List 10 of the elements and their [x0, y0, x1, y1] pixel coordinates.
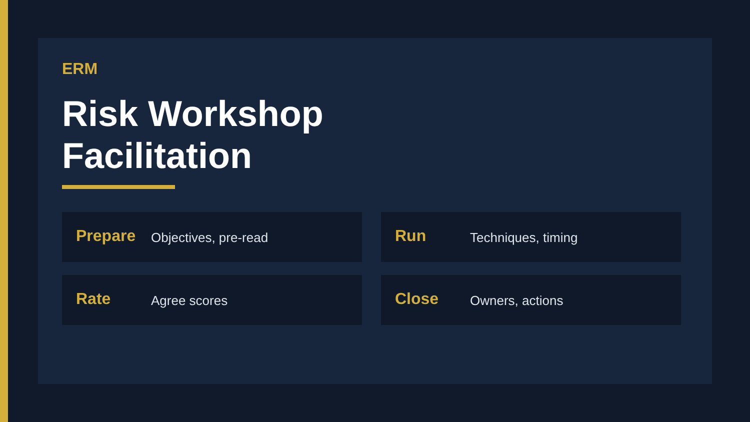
title: Risk Workshop Facilitation: [62, 93, 324, 177]
step-label: Rate: [76, 291, 112, 309]
step-description: Agree scores: [151, 292, 228, 308]
step-label: Run: [395, 228, 428, 246]
step-description: Owners, actions: [470, 292, 564, 308]
step-description: Objectives, pre-read: [151, 230, 268, 244]
category-label: ERM: [62, 60, 98, 80]
step-label: Prepare: [76, 228, 137, 246]
step-description: Techniques, timing: [470, 230, 578, 244]
step-label: Close: [395, 291, 440, 309]
